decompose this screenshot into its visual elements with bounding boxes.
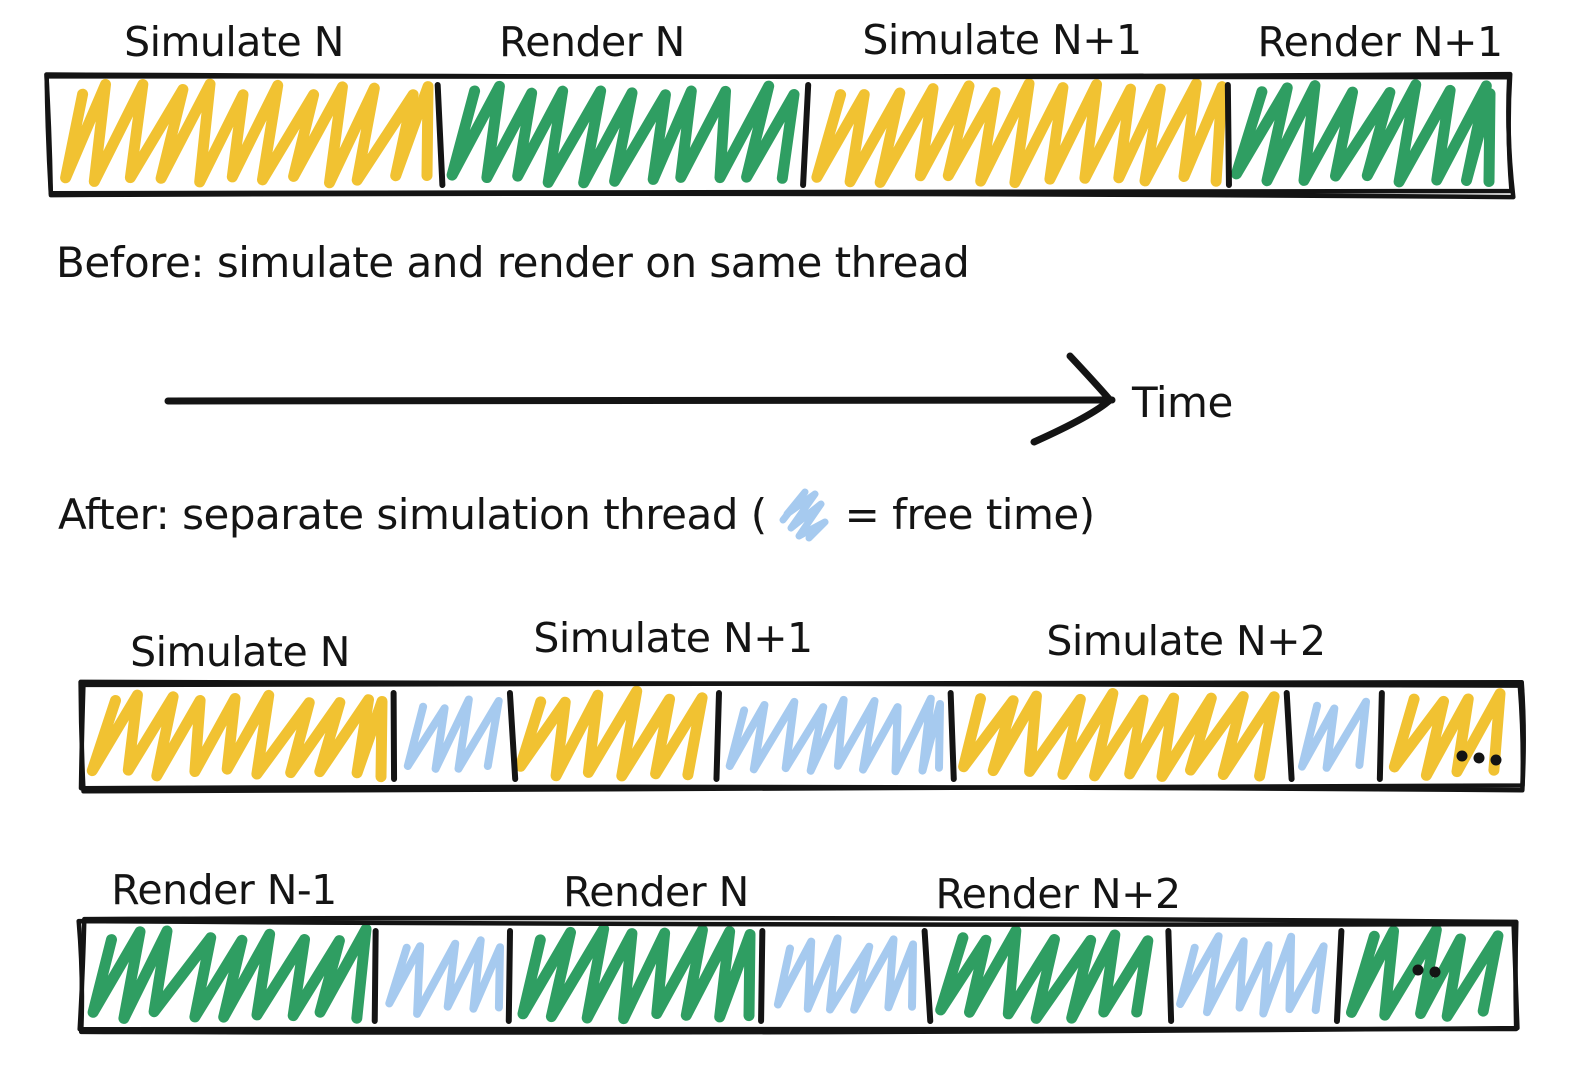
- render-thread-timeline-segment-2-render: [517, 923, 756, 1025]
- simulation-thread-timeline-segment-1-free: [403, 695, 503, 773]
- simulation-thread-timeline-tick-5: [1376, 690, 1385, 782]
- simulation-thread-timeline-label-2: Simulate N+2: [1046, 617, 1325, 665]
- render-thread-timeline-continuation-dot: [1412, 964, 1424, 976]
- single-thread-timeline-frame: [44, 73, 1516, 200]
- render-thread-timeline-segment-0-render: [87, 923, 372, 1024]
- render-thread-timeline-label-0: Render N-1: [111, 866, 337, 914]
- render-thread-timeline-tick-4: [1165, 928, 1175, 1024]
- render-thread-timeline-segment-1-free: [385, 936, 504, 1018]
- simulation-thread-timeline-segment-5-free: [1298, 697, 1370, 772]
- simulation-thread-timeline-continuation-dot: [1490, 754, 1502, 766]
- single-thread-timeline-segment-1-render: [446, 80, 800, 189]
- simulation-thread-timeline-segment-0-simulate: [86, 689, 388, 783]
- time-arrow-shaft: [164, 396, 1116, 405]
- simulation-thread-timeline: Simulate N Simulate N+1 Simulate N+2: [78, 614, 1526, 794]
- render-thread-timeline-frame: [77, 915, 1519, 1032]
- single-thread-timeline-label-2: Simulate N+1: [862, 16, 1141, 64]
- render-thread-timeline-tick-3: [921, 928, 934, 1024]
- single-thread-timeline-label-1: Render N: [499, 18, 685, 66]
- simulation-thread-timeline-continuation-dot: [1473, 752, 1485, 764]
- simulation-thread-timeline-label-0: Simulate N: [130, 628, 350, 676]
- render-thread-timeline-label-1: Render N: [563, 868, 749, 916]
- render-thread-timeline-segment-6-render: [1346, 924, 1504, 1022]
- render-thread-timeline-tick-5: [1333, 928, 1345, 1024]
- single-thread-timeline-tick-1: [800, 82, 812, 188]
- simulation-thread-timeline-tick-3: [947, 690, 957, 782]
- single-thread-timeline-segment-2-simulate: [811, 78, 1228, 188]
- time-axis-label: Time: [1132, 378, 1233, 427]
- simulation-thread-timeline-segment-4-simulate: [958, 688, 1280, 782]
- simulation-thread-timeline-label-1: Simulate N+1: [533, 614, 812, 662]
- after-caption-prefix: After: separate simulation thread (: [58, 489, 767, 539]
- single-thread-timeline: Simulate N Render N Simulate N+1 Render N+1: [44, 16, 1516, 200]
- free-time-legend-scribble: [779, 488, 829, 542]
- render-thread-timeline-label-2: Render N+2: [935, 870, 1180, 918]
- after-caption: After: separate simulation thread ( = fr…: [58, 486, 1095, 542]
- before-caption: Before: simulate and render on same thre…: [56, 238, 970, 287]
- after-caption-suffix: = free time): [844, 489, 1095, 539]
- simulation-thread-timeline-frame: [78, 679, 1526, 793]
- free-time-scribble-icon: [779, 488, 829, 542]
- render-thread-timeline-continuation-dot: [1429, 966, 1441, 978]
- single-thread-timeline-label-0: Simulate N: [124, 18, 344, 66]
- render-thread-timeline-segment-4-render: [935, 925, 1154, 1024]
- time-arrow-head: [1030, 352, 1114, 446]
- single-thread-timeline-label-3: Render N+1: [1257, 18, 1502, 66]
- single-thread-timeline-tick-2: [1224, 82, 1232, 188]
- simulation-thread-timeline-segment-6-simulate: [1388, 688, 1506, 781]
- render-thread-timeline-segment-3-free: [773, 934, 917, 1014]
- single-thread-timeline-tick-0: [434, 82, 446, 188]
- simulation-thread-timeline-continuation-dot: [1456, 750, 1468, 762]
- render-thread-timeline-segment-5-free: [1176, 932, 1328, 1018]
- render-thread-timeline-tick-1: [505, 928, 514, 1024]
- simulation-thread-timeline-tick-1: [506, 690, 519, 782]
- simulation-thread-timeline-tick-4: [1283, 690, 1295, 782]
- simulation-thread-timeline-segment-3-free: [725, 694, 944, 776]
- simulation-thread-timeline-segment-2-simulate: [515, 685, 708, 782]
- render-thread-timeline-tick-2: [758, 928, 766, 1024]
- render-thread-timeline-tick-0: [371, 928, 379, 1024]
- single-thread-timeline-segment-0-simulate: [60, 78, 434, 189]
- render-thread-timeline: Render N-1 Render N Render N+2: [76, 866, 1520, 1035]
- single-thread-timeline-segment-3-render: [1230, 79, 1496, 188]
- simulation-thread-timeline-tick-2: [713, 690, 722, 782]
